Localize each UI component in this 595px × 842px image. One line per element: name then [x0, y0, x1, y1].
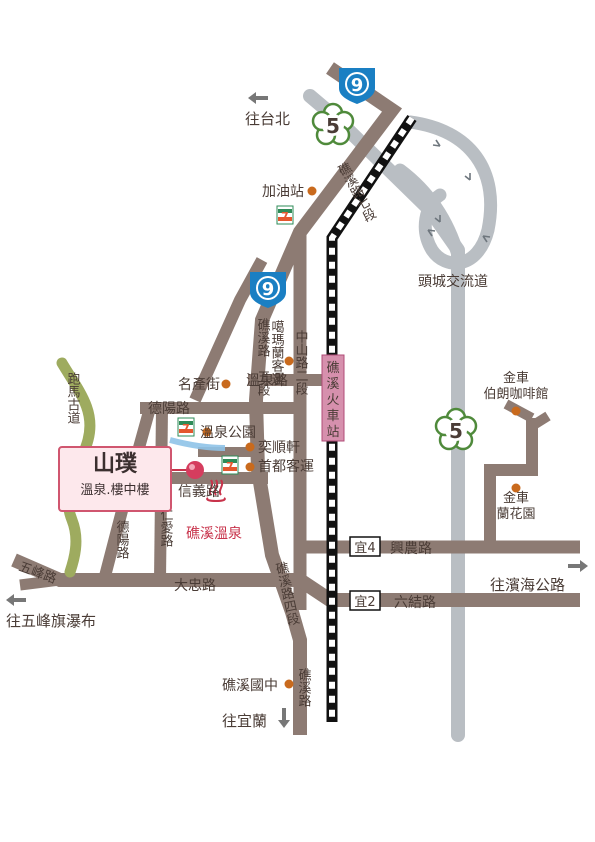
svg-text:5: 5 — [449, 419, 463, 443]
poi-jinche-cafe: 金車伯朗咖啡館 — [483, 370, 548, 402]
svg-text:7: 7 — [226, 460, 234, 473]
poi-kamalan: 噶瑪蘭客運 — [269, 320, 285, 385]
poi-jiaoxi-hot-spring: 礁溪溫泉 — [186, 525, 242, 542]
road-zhongshan: 中山路二段 — [293, 330, 309, 395]
county-road-yi2: 宜2 — [349, 590, 381, 611]
poi-interchange: 頭城交流道 — [418, 273, 488, 290]
hot-spring-stream — [169, 437, 226, 451]
svg-text:宜2: 宜2 — [354, 595, 375, 610]
road-renai: 仁愛路 — [158, 508, 174, 547]
poi-jinche-orchid: 金車蘭花園 — [496, 490, 535, 522]
destination-marker — [168, 461, 204, 479]
direction-wufeng-falls: 往五峰旗瀑布 — [6, 612, 96, 630]
poi-shoudu-bus: 首都客運 — [258, 458, 314, 475]
hot-spring-icon — [206, 479, 226, 502]
svg-text:5: 5 — [326, 114, 340, 138]
trail-label: 跑馬古道 — [65, 372, 81, 424]
destination-callout: 山璞 溫泉.樓中樓 — [58, 446, 172, 512]
freeway-5-shield-north: 5 — [311, 102, 355, 146]
direction-coastal-road: 往濱海公路 — [490, 576, 565, 594]
road-liujie: 六結路 — [394, 595, 436, 611]
destination-name: 山璞 — [92, 452, 137, 477]
svg-text:9: 9 — [351, 75, 364, 96]
poi-gas-station: 加油站 — [262, 184, 304, 200]
highway-9-shield-north: 9 — [339, 68, 375, 104]
expressway-arrows — [427, 139, 491, 243]
county-road-yi4: 宜4 — [349, 536, 381, 557]
poi-dots — [202, 186, 521, 689]
station-label: 礁溪火車站 — [326, 360, 339, 440]
road-wenquan: 溫泉路 — [246, 372, 288, 389]
road-jiaoxi-south: 礁溪路 — [296, 667, 312, 707]
poi-hot-spring-park: 溫泉公園 — [200, 424, 256, 441]
direction-yilan: 往宜蘭 — [222, 712, 267, 730]
convenience-store-icon: 7 — [221, 455, 239, 475]
road-xinyi: 信義路 — [178, 483, 220, 500]
svg-text:9: 9 — [262, 279, 275, 300]
road-dezhong: 德陽路 — [114, 520, 130, 559]
jiaoxi-train-station: 礁溪火車站 — [321, 354, 345, 442]
road-deyang: 德陽路 — [148, 401, 190, 417]
direction-taipei: 往台北 — [245, 110, 290, 128]
freeway-5-shield-south: 5 — [434, 407, 478, 451]
convenience-store-icon: 7 — [177, 417, 195, 437]
road-xingnong: 興農路 — [390, 541, 432, 557]
direction-arrows — [6, 92, 588, 728]
svg-text:7: 7 — [182, 422, 190, 435]
destination-subtitle: 溫泉.樓中樓 — [80, 483, 150, 498]
road-dazhong: 大忠路 — [174, 578, 216, 594]
railway-line — [326, 114, 417, 722]
road-jiaoxi-5: 五段 — [255, 370, 271, 396]
road-jiaoxi-mid: 礁溪路 — [255, 317, 271, 357]
convenience-store-icon: 7 — [276, 205, 294, 225]
poi-junior-high: 礁溪國中 — [222, 678, 278, 694]
svg-text:宜4: 宜4 — [354, 541, 375, 556]
poi-yishunxuan: 奕順軒 — [258, 440, 300, 456]
svg-text:7: 7 — [281, 210, 289, 223]
highway-9-shield: 9 — [250, 272, 286, 308]
poi-mingchan: 名產街 — [178, 376, 220, 393]
